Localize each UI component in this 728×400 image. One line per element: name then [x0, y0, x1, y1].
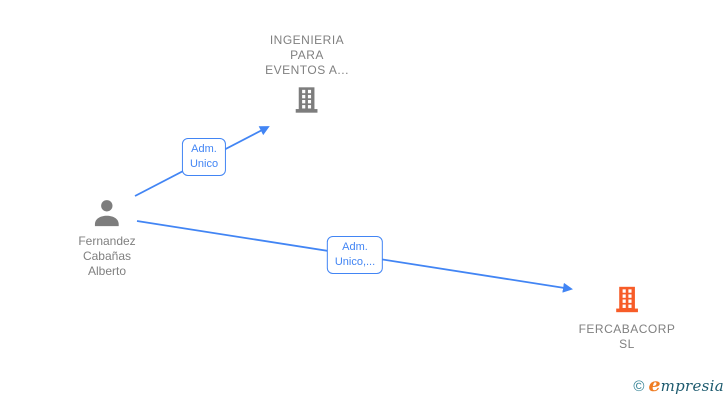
node-company-fercabacorp[interactable]: FERCABACORP SL [579, 284, 676, 352]
edge-label-adm-unico[interactable]: Adm. Unico [181, 138, 227, 176]
brand-logo-text: mpresia [660, 377, 724, 395]
person-icon [95, 200, 119, 227]
building-icon [296, 87, 318, 113]
brand-logo-initial: e [648, 374, 661, 396]
copyright-icon: © [633, 378, 645, 395]
building-icon [616, 286, 638, 313]
company-name-label: INGENIERIA PARA EVENTOS A... [265, 33, 349, 77]
node-company-ingenieria[interactable]: INGENIERIA PARA EVENTOS A... [265, 33, 349, 115]
node-person-fernandez[interactable]: Fernandez Cabañas Alberto [78, 197, 136, 279]
company-name-label: FERCABACORP SL [578, 322, 676, 351]
empresia-watermark: © empresia [633, 374, 724, 396]
person-name-label: Fernandez Cabañas Alberto [78, 234, 136, 278]
edge-label-adm-unico-2[interactable]: Adm. Unico,... [326, 236, 384, 274]
brand-logo: empresia [648, 374, 724, 396]
